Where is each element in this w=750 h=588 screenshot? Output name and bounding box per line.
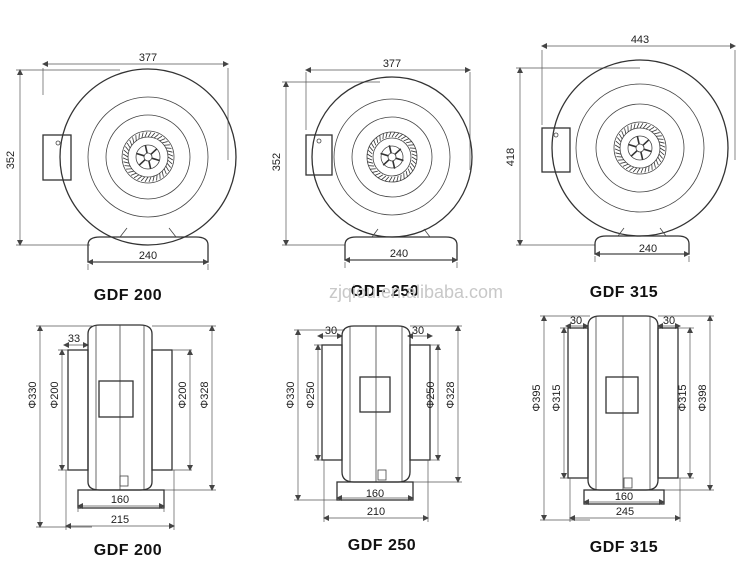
- side-view-gdf-200: Φ330 Φ200 33 Φ200 Φ328 160: [27, 324, 216, 559]
- front-height-label: 418: [505, 148, 517, 166]
- side-base-outer-label: 210: [367, 506, 385, 518]
- watermark: zjqiou.en.alibaba.com: [329, 282, 503, 302]
- front-view-gdf-200: 377 352 240 GDF 200: [5, 52, 237, 304]
- front-width-label: 377: [139, 52, 157, 64]
- side-base-inner-label: 160: [366, 488, 384, 500]
- impeller-icon: [122, 131, 174, 183]
- front-model-label: GDF 315: [590, 284, 658, 301]
- side-flange-right-label: 30: [412, 325, 424, 337]
- side-model-label: GDF 315: [590, 539, 658, 556]
- impeller-icon: [614, 122, 666, 174]
- front-width-label: 443: [631, 34, 649, 46]
- side-view-gdf-315: Φ395 Φ315 30 30 Φ315 Φ398 160 245 GDF 31…: [531, 315, 714, 556]
- side-model-label: GDF 250: [348, 537, 416, 554]
- side-base-outer-label: 245: [616, 506, 634, 518]
- side-base-inner-label: 160: [615, 491, 633, 503]
- front-height-label: 352: [5, 151, 17, 169]
- side-left-inner-label: Φ200: [49, 381, 61, 408]
- front-base-label: 240: [390, 248, 408, 260]
- front-model-label: GDF 250: [351, 283, 419, 300]
- side-left-outer-label: Φ330: [285, 381, 297, 408]
- side-right-inner-label: Φ250: [425, 381, 437, 408]
- side-view-gdf-250: Φ330 Φ250 30 30 Φ250 Φ328 160 210 GDF 25…: [285, 325, 462, 554]
- side-left-outer-label: Φ395: [531, 384, 543, 411]
- front-height-label: 352: [271, 153, 283, 171]
- front-base-label: 240: [139, 250, 157, 262]
- side-left-inner-label: Φ250: [305, 381, 317, 408]
- side-base-inner-label: 160: [111, 494, 129, 506]
- side-left-outer-label: Φ330: [27, 381, 39, 408]
- side-flange-label: 30: [570, 315, 582, 327]
- side-right-inner-label: Φ200: [177, 381, 189, 408]
- side-model-label: GDF 200: [94, 542, 162, 559]
- side-right-outer-label: Φ328: [199, 381, 211, 408]
- impeller-icon: [366, 131, 418, 183]
- impeller-group: [122, 122, 666, 183]
- side-flange-label: 30: [325, 325, 337, 337]
- side-right-outer-label: Φ398: [697, 384, 709, 411]
- front-view-gdf-250: 377 352 240 GDF 250: [271, 58, 473, 300]
- side-flange-right-label: 30: [663, 315, 675, 327]
- side-right-inner-label: Φ315: [677, 384, 689, 411]
- front-width-label: 377: [383, 58, 401, 70]
- side-right-outer-label: Φ328: [445, 381, 457, 408]
- side-left-inner-label: Φ315: [551, 384, 563, 411]
- side-flange-label: 33: [68, 333, 80, 345]
- front-model-label: GDF 200: [94, 287, 162, 304]
- side-base-outer-label: 215: [111, 514, 129, 526]
- front-base-label: 240: [639, 243, 657, 255]
- front-view-gdf-315: 443 418 240 GDF 315: [505, 34, 736, 301]
